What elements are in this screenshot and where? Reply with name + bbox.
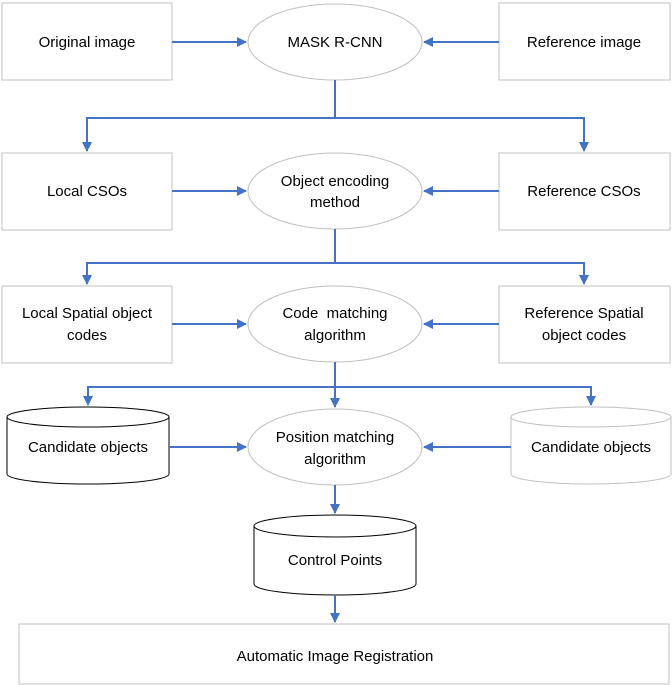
- registration-box: Automatic Image Registration: [18, 623, 670, 685]
- arrow-matching-to-candidate-right: [335, 386, 596, 406]
- position-matching-label-line2: algorithm: [304, 451, 366, 468]
- control-points-cylinder: Control Points: [253, 514, 417, 596]
- arrow-encoding-to-local-codes: [82, 229, 336, 285]
- reference-image-label: Reference image: [527, 34, 641, 51]
- code-matching-ellipse: Code matching algorithm: [247, 285, 423, 363]
- local-spatial-label-line1: Local Spatial object: [22, 305, 153, 322]
- position-matching-label-line1: Position matching: [276, 429, 394, 446]
- arrow-matching-to-candidate-left: [83, 362, 336, 406]
- reference-image-box: Reference image: [498, 2, 671, 81]
- reference-csos-box: Reference CSOs: [498, 152, 671, 231]
- mask-rcnn-ellipse: MASK R-CNN: [247, 3, 423, 81]
- local-csos-label: Local CSOs: [47, 183, 127, 200]
- candidate-right-label: Candidate objects: [531, 439, 651, 456]
- candidate-left-label: Candidate objects: [28, 439, 148, 456]
- reference-spatial-label-line2: object codes: [542, 327, 626, 344]
- reference-spatial-codes-box: Reference Spatial object codes: [498, 285, 671, 364]
- object-encoding-label-line2: method: [310, 194, 360, 211]
- reference-spatial-label-line1: Reference Spatial: [524, 305, 643, 322]
- code-matching-label-line1: Code matching: [282, 305, 387, 322]
- candidate-objects-left-cylinder: Candidate objects: [6, 406, 170, 485]
- arrow-mask-to-local-csos: [82, 80, 336, 152]
- original-image-label: Original image: [39, 34, 136, 51]
- reference-csos-label: Reference CSOs: [527, 183, 640, 200]
- registration-label: Automatic Image Registration: [237, 648, 434, 665]
- connectors: [82, 37, 596, 623]
- object-encoding-label-line1: Object encoding: [281, 173, 389, 190]
- local-spatial-label-line2: codes: [67, 327, 107, 344]
- control-points-label: Control Points: [288, 552, 382, 569]
- original-image-box: Original image: [1, 2, 173, 81]
- code-matching-label-line2: algorithm: [304, 327, 366, 344]
- arrow-encoding-to-reference-codes: [335, 262, 589, 285]
- object-encoding-ellipse: Object encoding method: [247, 152, 423, 230]
- local-spatial-codes-box: Local Spatial object codes: [1, 285, 173, 364]
- candidate-objects-right-cylinder: Candidate objects: [510, 406, 672, 485]
- local-csos-box: Local CSOs: [1, 152, 173, 231]
- arrow-mask-to-reference-csos: [335, 117, 589, 152]
- position-matching-ellipse: Position matching algorithm: [247, 408, 423, 486]
- mask-rcnn-label: MASK R-CNN: [287, 34, 382, 51]
